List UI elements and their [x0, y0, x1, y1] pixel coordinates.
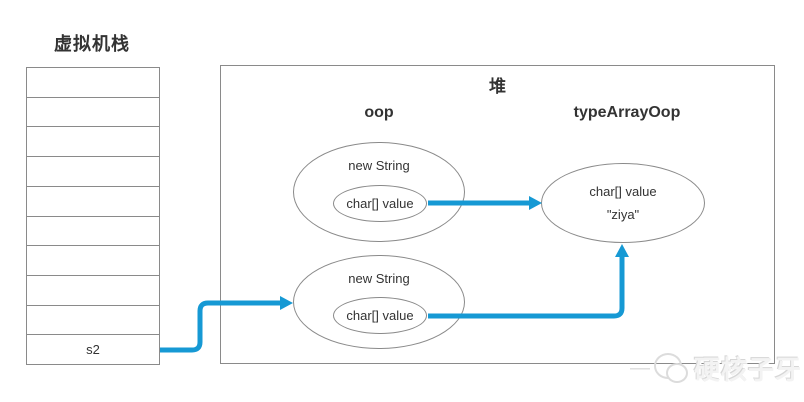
string-object-bottom-label: new String [348, 271, 410, 286]
stack-cell [27, 306, 159, 336]
watermark-text: 硬核子牙 [693, 354, 802, 385]
char-array-value: "ziya" [606, 207, 640, 222]
watermark-dash: — [629, 357, 650, 379]
stack-cell [27, 127, 159, 158]
watermark-logo-icon [652, 348, 692, 388]
watermark: — 硬核子牙 [630, 348, 802, 388]
stack-cell [27, 187, 159, 217]
stack-title: 虚拟机栈 [54, 34, 130, 54]
vm-stack-table: s2 [26, 67, 160, 365]
string-object-top-ellipse [293, 142, 465, 242]
stack-cell [27, 246, 159, 276]
heap-title: 堆 [489, 77, 506, 96]
char-array-field-label: char[] value [589, 184, 657, 199]
string-object-bottom-char-value-ellipse: char[] value [333, 297, 427, 334]
oop-column-label: oop [364, 104, 394, 121]
stack-cell [27, 68, 159, 98]
string-object-top-char-value-ellipse: char[] value [333, 185, 427, 222]
stack-cell [27, 217, 159, 247]
stack-cell [27, 157, 159, 187]
typearrayoop-column-label: typeArrayOop [573, 104, 681, 121]
stack-cell [27, 98, 159, 128]
stack-cell-s2: s2 [86, 342, 100, 358]
heap-box [220, 65, 775, 364]
stack-cell [27, 276, 159, 306]
string-object-top-label: new String [348, 158, 410, 173]
char-array-ellipse: char[] value "ziya" [541, 163, 705, 243]
